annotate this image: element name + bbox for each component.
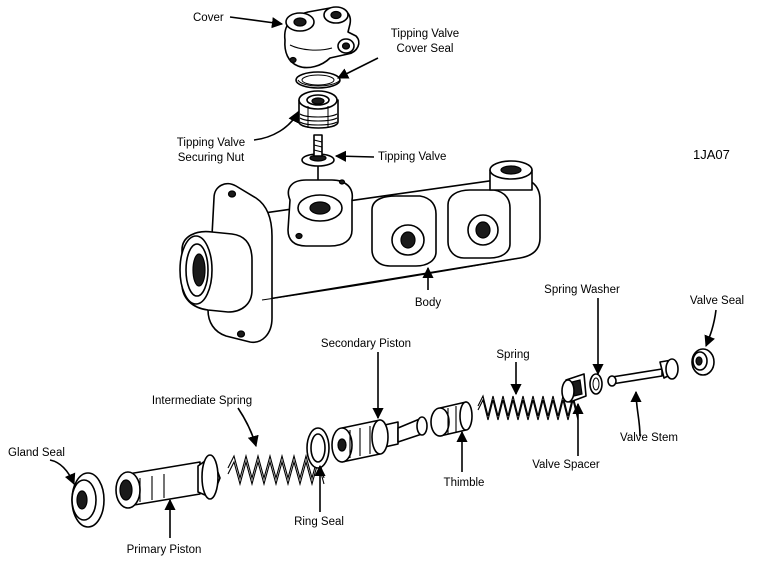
label-primary-piston: Primary Piston xyxy=(127,544,202,556)
label-cover: Cover xyxy=(193,12,224,24)
label-gland-seal: Gland Seal xyxy=(8,447,65,459)
gland-seal-part xyxy=(71,472,105,528)
body-part xyxy=(179,160,541,343)
label-valve-spacer: Valve Spacer xyxy=(532,459,600,471)
valve-spacer-part xyxy=(561,373,587,403)
secondary-piston-part xyxy=(331,416,428,463)
label-tipping-valve-securing-nut-line1: Tipping Valve xyxy=(177,137,245,149)
tipping-valve-cover-seal-part xyxy=(295,71,341,89)
intermediate-spring-part xyxy=(227,453,325,487)
label-valve-stem: Valve Stem xyxy=(620,432,678,444)
leader-lines xyxy=(49,16,717,538)
label-tipping-valve-securing-nut-line2: Securing Nut xyxy=(178,152,245,164)
label-ring-seal: Ring Seal xyxy=(294,516,344,528)
tipping-valve-part xyxy=(301,134,335,185)
tipping-valve-securing-nut-part xyxy=(298,90,339,129)
label-tipping-valve-cover-seal-line1: Tipping Valve xyxy=(391,28,459,40)
ring-seal-part xyxy=(306,427,330,469)
thimble-part xyxy=(430,401,473,437)
spring-part xyxy=(477,394,579,421)
spring-washer-part xyxy=(589,373,603,395)
label-valve-seal: Valve Seal xyxy=(690,295,744,307)
label-intermediate-spring: Intermediate Spring xyxy=(152,395,252,407)
label-spring: Spring xyxy=(496,349,529,361)
labels: 1JA07 Cover Tipping Valve Cover Seal Tip… xyxy=(8,12,744,556)
figure-id: 1JA07 xyxy=(693,147,730,162)
primary-piston-part xyxy=(115,454,221,509)
valve-stem-part xyxy=(607,358,679,387)
label-spring-washer: Spring Washer xyxy=(544,284,620,296)
label-tipping-valve-cover-seal-line2: Cover Seal xyxy=(397,43,454,55)
label-body: Body xyxy=(415,297,441,309)
label-tipping-valve: Tipping Valve xyxy=(378,151,446,163)
valve-seal-part xyxy=(691,348,715,376)
cover-part xyxy=(283,6,360,69)
label-secondary-piston: Secondary Piston xyxy=(321,338,411,350)
label-thimble: Thimble xyxy=(444,477,485,489)
